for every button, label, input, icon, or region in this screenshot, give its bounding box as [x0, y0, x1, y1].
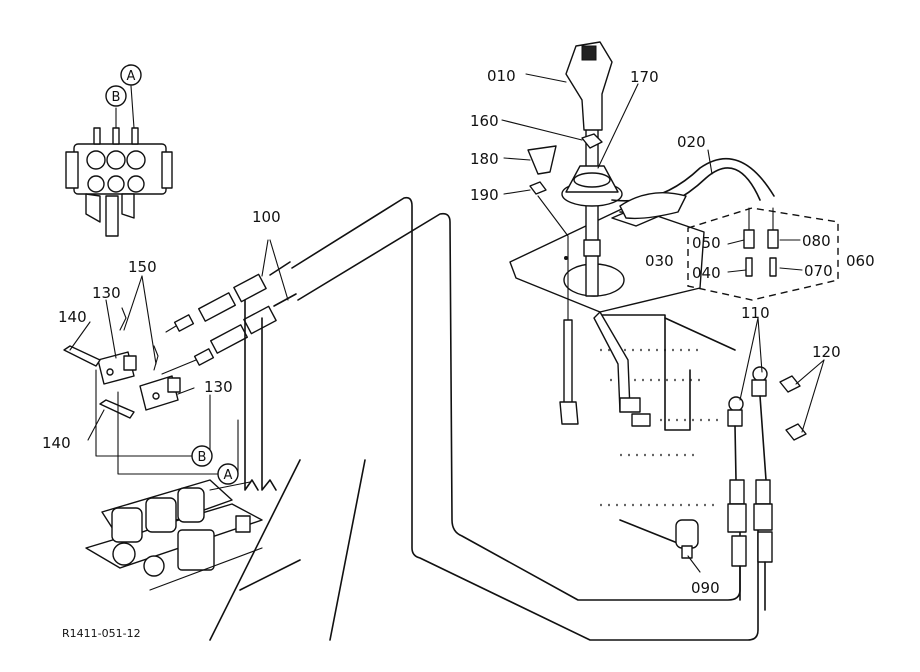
callout-160: 160 [470, 112, 499, 130]
callout-050: 050 [692, 234, 721, 252]
callout-170: 170 [630, 68, 659, 86]
cable-assembly-lower [161, 305, 277, 375]
nut-160 [581, 133, 603, 149]
cable-assembly-upper [165, 261, 297, 333]
rubber-boot [561, 165, 623, 207]
lower-rod [559, 319, 579, 425]
cable-ends-right [727, 479, 773, 611]
marker-a-bottom-text: A [224, 468, 233, 483]
cable-routing [209, 196, 759, 641]
reference-code: R1411-051-12 [62, 627, 141, 640]
bracket-line-2 [117, 391, 239, 475]
bolt-190-line [537, 195, 569, 331]
nut-120-lower [785, 423, 807, 441]
callout-010: 010 [487, 67, 516, 85]
callout-030: 030 [645, 252, 674, 270]
marker-b-top: B [105, 85, 127, 107]
callout-130-lower: 130 [204, 378, 233, 396]
rod-end-110-lower [727, 396, 744, 481]
callout-150: 150 [128, 258, 157, 276]
callout-130-upper: 130 [92, 284, 121, 302]
callout-090: 090 [691, 579, 720, 597]
switch-group-060 [687, 207, 839, 301]
knob-090 [675, 519, 699, 559]
nut-120-upper [779, 375, 801, 393]
callout-190: 190 [470, 186, 499, 204]
callout-070: 070 [804, 262, 833, 280]
bracket-line-1 [95, 369, 211, 457]
leader-100-a [261, 239, 269, 277]
harness-020 [611, 157, 775, 220]
pin-lower [99, 399, 135, 419]
marker-a-top: A [120, 64, 142, 86]
rod-end-110-upper [751, 366, 768, 481]
leader-lines [69, 73, 825, 573]
shift-knob [565, 41, 613, 131]
callout-180: 180 [470, 150, 499, 168]
callout-110: 110 [741, 304, 770, 322]
nut-190 [529, 181, 547, 195]
callout-120: 120 [812, 343, 841, 361]
marker-b-top-text: B [112, 90, 121, 105]
callout-040: 040 [692, 264, 721, 282]
callout-080: 080 [802, 232, 831, 250]
lever-plate [509, 205, 705, 313]
callout-020: 020 [677, 133, 706, 151]
grip-180 [527, 145, 557, 175]
marker-b-bottom-text: B [198, 450, 207, 465]
leader-100-b [269, 239, 289, 301]
callout-140-lower: 140 [42, 434, 71, 452]
callout-060: 060 [846, 252, 875, 270]
control-valve-block [85, 479, 263, 591]
clevis-upper [97, 351, 137, 385]
clevis-lower [139, 375, 181, 411]
control-valve-top-view [65, 85, 173, 237]
spring-clips [119, 307, 159, 371]
callout-100: 100 [252, 208, 281, 226]
callout-140-upper: 140 [58, 308, 87, 326]
marker-a-bottom: A [217, 463, 239, 485]
marker-a-top-text: A [127, 69, 136, 84]
marker-b-bottom: B [191, 445, 213, 467]
pin-upper [63, 345, 101, 367]
